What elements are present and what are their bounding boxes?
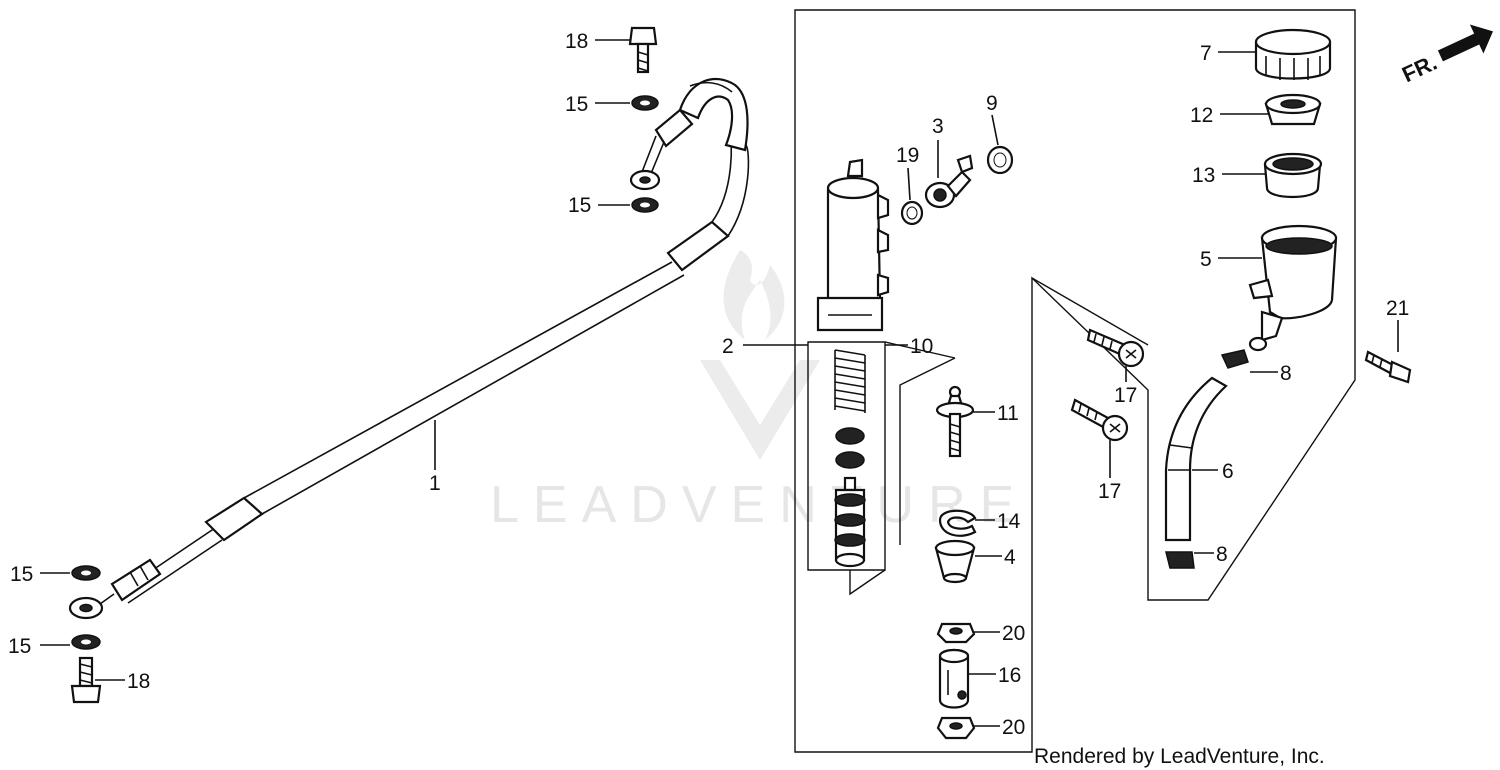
callouts: 18 15 15 15 15 18 1 2 10 3 19 9 7 12 13 … bbox=[8, 30, 1409, 739]
callout-14: 14 bbox=[997, 510, 1021, 533]
boot-4 bbox=[934, 539, 976, 584]
washer-15-c bbox=[71, 565, 101, 581]
callout-16: 16 bbox=[998, 664, 1021, 687]
washer-15-a bbox=[631, 95, 659, 111]
callout-11: 11 bbox=[997, 402, 1019, 425]
callout-5: 5 bbox=[1200, 248, 1212, 271]
watermark-text: LEADVENTURE bbox=[490, 476, 1028, 534]
callout-7: 7 bbox=[1200, 42, 1212, 65]
callout-9: 9 bbox=[986, 92, 998, 115]
callout-12: 12 bbox=[1190, 104, 1213, 127]
hose-clamp-8-bottom bbox=[1165, 551, 1195, 569]
reservoir-hose-6 bbox=[1164, 376, 1228, 542]
bolt-21 bbox=[1364, 350, 1412, 384]
bolt-18-bottom bbox=[70, 656, 102, 704]
hose-joint-3 bbox=[924, 154, 974, 209]
front-direction-marker: FR. bbox=[1398, 24, 1493, 88]
washer-15-d bbox=[71, 634, 101, 650]
callout-19: 19 bbox=[896, 144, 919, 167]
o-ring-19 bbox=[900, 200, 924, 226]
plate-12 bbox=[1264, 93, 1322, 126]
callout-15-c: 15 bbox=[10, 563, 33, 586]
bolt-17-b bbox=[1070, 398, 1129, 442]
callout-21: 21 bbox=[1386, 297, 1409, 320]
spring bbox=[834, 349, 866, 413]
reservoir-cap-7 bbox=[1254, 28, 1332, 80]
front-direction-text: FR. bbox=[1398, 50, 1441, 88]
callout-10: 10 bbox=[910, 335, 933, 358]
watermark: LEADVENTURE bbox=[490, 250, 1028, 534]
leader-lines bbox=[40, 39, 1399, 727]
seal-cup-1 bbox=[835, 427, 865, 445]
clip-9 bbox=[986, 145, 1014, 175]
brake-hose bbox=[68, 77, 750, 620]
assembly-outline bbox=[794, 9, 1356, 753]
diaphragm-13 bbox=[1263, 152, 1323, 198]
master-cylinder-body bbox=[816, 158, 890, 332]
callout-17-b: 17 bbox=[1098, 480, 1121, 503]
callout-15-b: 15 bbox=[568, 194, 591, 217]
push-rod bbox=[935, 385, 975, 458]
joint-16 bbox=[938, 648, 970, 709]
callout-6: 6 bbox=[1222, 460, 1234, 483]
circlip-14 bbox=[938, 509, 977, 537]
seal-cup-2 bbox=[835, 451, 865, 469]
nut-20-top bbox=[936, 622, 976, 644]
callout-17-a: 17 bbox=[1114, 384, 1137, 407]
bolt-18-top bbox=[628, 26, 658, 74]
render-credit: Rendered by LeadVenture, Inc. bbox=[1034, 745, 1325, 768]
callout-20-bottom: 20 bbox=[1002, 716, 1025, 739]
callout-8-top: 8 bbox=[1280, 362, 1292, 385]
callout-3: 3 bbox=[932, 115, 944, 138]
callout-18-bottom: 18 bbox=[127, 670, 150, 693]
callout-1: 1 bbox=[429, 472, 441, 495]
callout-15-a: 15 bbox=[565, 93, 588, 116]
callout-18-top: 18 bbox=[565, 30, 588, 53]
callout-2: 2 bbox=[722, 335, 734, 358]
hose-clamp-8-top bbox=[1220, 349, 1249, 369]
callout-4: 4 bbox=[1004, 546, 1016, 569]
reservoir-5 bbox=[1248, 224, 1338, 352]
callout-8-bottom: 8 bbox=[1216, 543, 1228, 566]
nut-20-bottom bbox=[936, 716, 976, 740]
bolt-17-a bbox=[1086, 328, 1145, 368]
callout-20-top: 20 bbox=[1002, 622, 1025, 645]
callout-15-d: 15 bbox=[8, 635, 31, 658]
washer-15-b bbox=[631, 197, 659, 213]
piston bbox=[834, 476, 866, 568]
callout-13: 13 bbox=[1192, 164, 1215, 187]
